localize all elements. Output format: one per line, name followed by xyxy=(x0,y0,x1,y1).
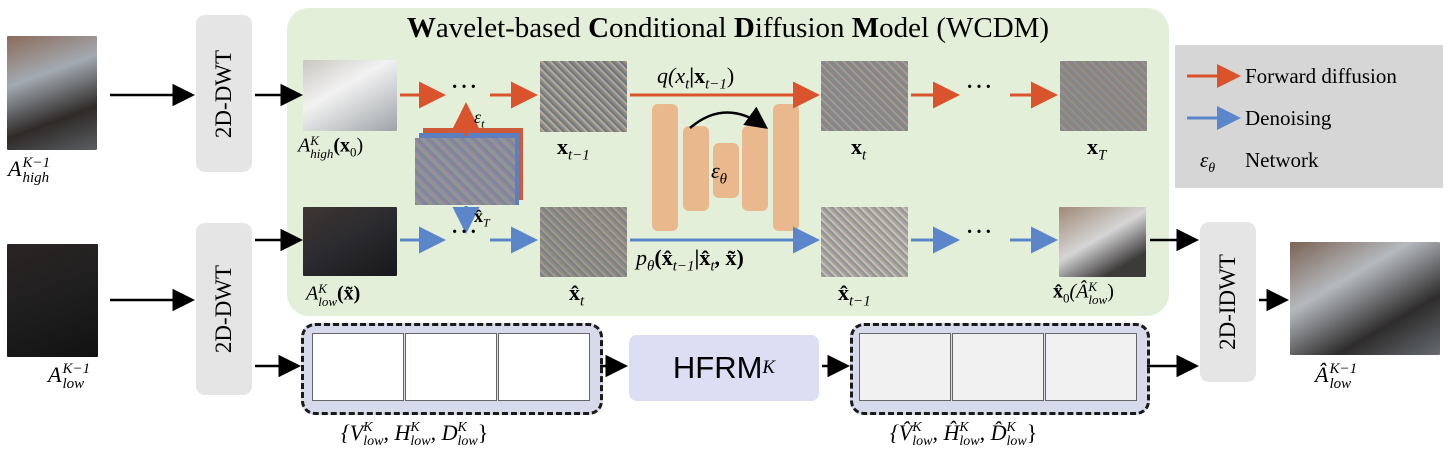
legend-network-symbol: εθ xyxy=(1200,148,1216,177)
subband-v-image xyxy=(312,333,404,401)
unet-dec-2 xyxy=(773,104,799,231)
noise-image xyxy=(415,138,515,205)
label-x-t-minus-1: xt−1 xyxy=(557,134,590,164)
dots-forward-2: ··· xyxy=(965,72,993,103)
title-part: onditional xyxy=(609,12,734,44)
label-xhat-t: x̂t xyxy=(569,280,585,310)
subband-d-image xyxy=(498,333,590,401)
legend-forward-label: Forward diffusion xyxy=(1245,64,1397,88)
label-xhat-t-minus-1: x̂t−1 xyxy=(838,280,871,310)
xhat-0-image xyxy=(1059,207,1146,277)
output-image xyxy=(1290,242,1440,355)
diagram-title: Wavelet-based Conditional Diffusion Mode… xyxy=(287,12,1169,45)
dwt-bottom-block: 2D-DWT xyxy=(196,223,252,395)
input-low-image xyxy=(7,244,98,357)
subband-vhat-image xyxy=(859,333,951,401)
subband-h-image xyxy=(405,333,497,401)
unet-enc-1 xyxy=(652,104,678,231)
label-eps-theta: εθ xyxy=(711,158,728,188)
dwt-top-block: 2D-DWT xyxy=(196,15,252,172)
xhat-t-image xyxy=(540,207,627,277)
unet-enc-2 xyxy=(683,126,709,211)
xhat-t-minus-1-image xyxy=(821,207,908,277)
label-denoise-eq: pθ(x̂t−1|x̂t, x̃) xyxy=(636,245,744,275)
x-t-image xyxy=(821,61,908,131)
dots-denoise-1: ··· xyxy=(450,217,478,248)
title-part: D xyxy=(733,12,755,44)
title-part: avelet-based xyxy=(435,12,589,44)
x-T-image xyxy=(1060,61,1147,131)
subband-hhat-image xyxy=(952,333,1044,401)
title-part: C xyxy=(588,12,610,44)
unet-skip-arrow xyxy=(689,106,769,129)
title-part: odel (WCDM) xyxy=(879,12,1050,44)
legend-arrows xyxy=(1187,64,1241,130)
dots-denoise-2: ··· xyxy=(965,217,993,248)
legend-network-label: Network xyxy=(1245,148,1319,172)
a-low-x-image xyxy=(303,207,397,276)
idwt-block: 2D-IDWT xyxy=(1200,222,1256,382)
unet-bottleneck xyxy=(713,143,739,198)
legend-denoise-label: Denoising xyxy=(1245,106,1332,130)
x-t-minus-1-image xyxy=(540,61,627,132)
label-eps-t: εt xyxy=(474,107,485,131)
title-part: M xyxy=(851,12,880,44)
unet-dec-1 xyxy=(742,126,768,211)
label-forward-eq: q(xt|xt−1) xyxy=(657,63,735,93)
subband-dhat-image xyxy=(1045,333,1137,401)
label-x-t: xt xyxy=(851,134,867,164)
dots-forward-1: ··· xyxy=(450,72,478,103)
label-x-T: xT xyxy=(1087,134,1107,164)
label-xhat-T: x̂T xyxy=(474,206,490,230)
a-high-x0-image xyxy=(303,60,397,131)
input-high-image xyxy=(7,36,97,150)
title-part: W xyxy=(406,12,436,44)
title-part: iffusion xyxy=(754,12,852,44)
